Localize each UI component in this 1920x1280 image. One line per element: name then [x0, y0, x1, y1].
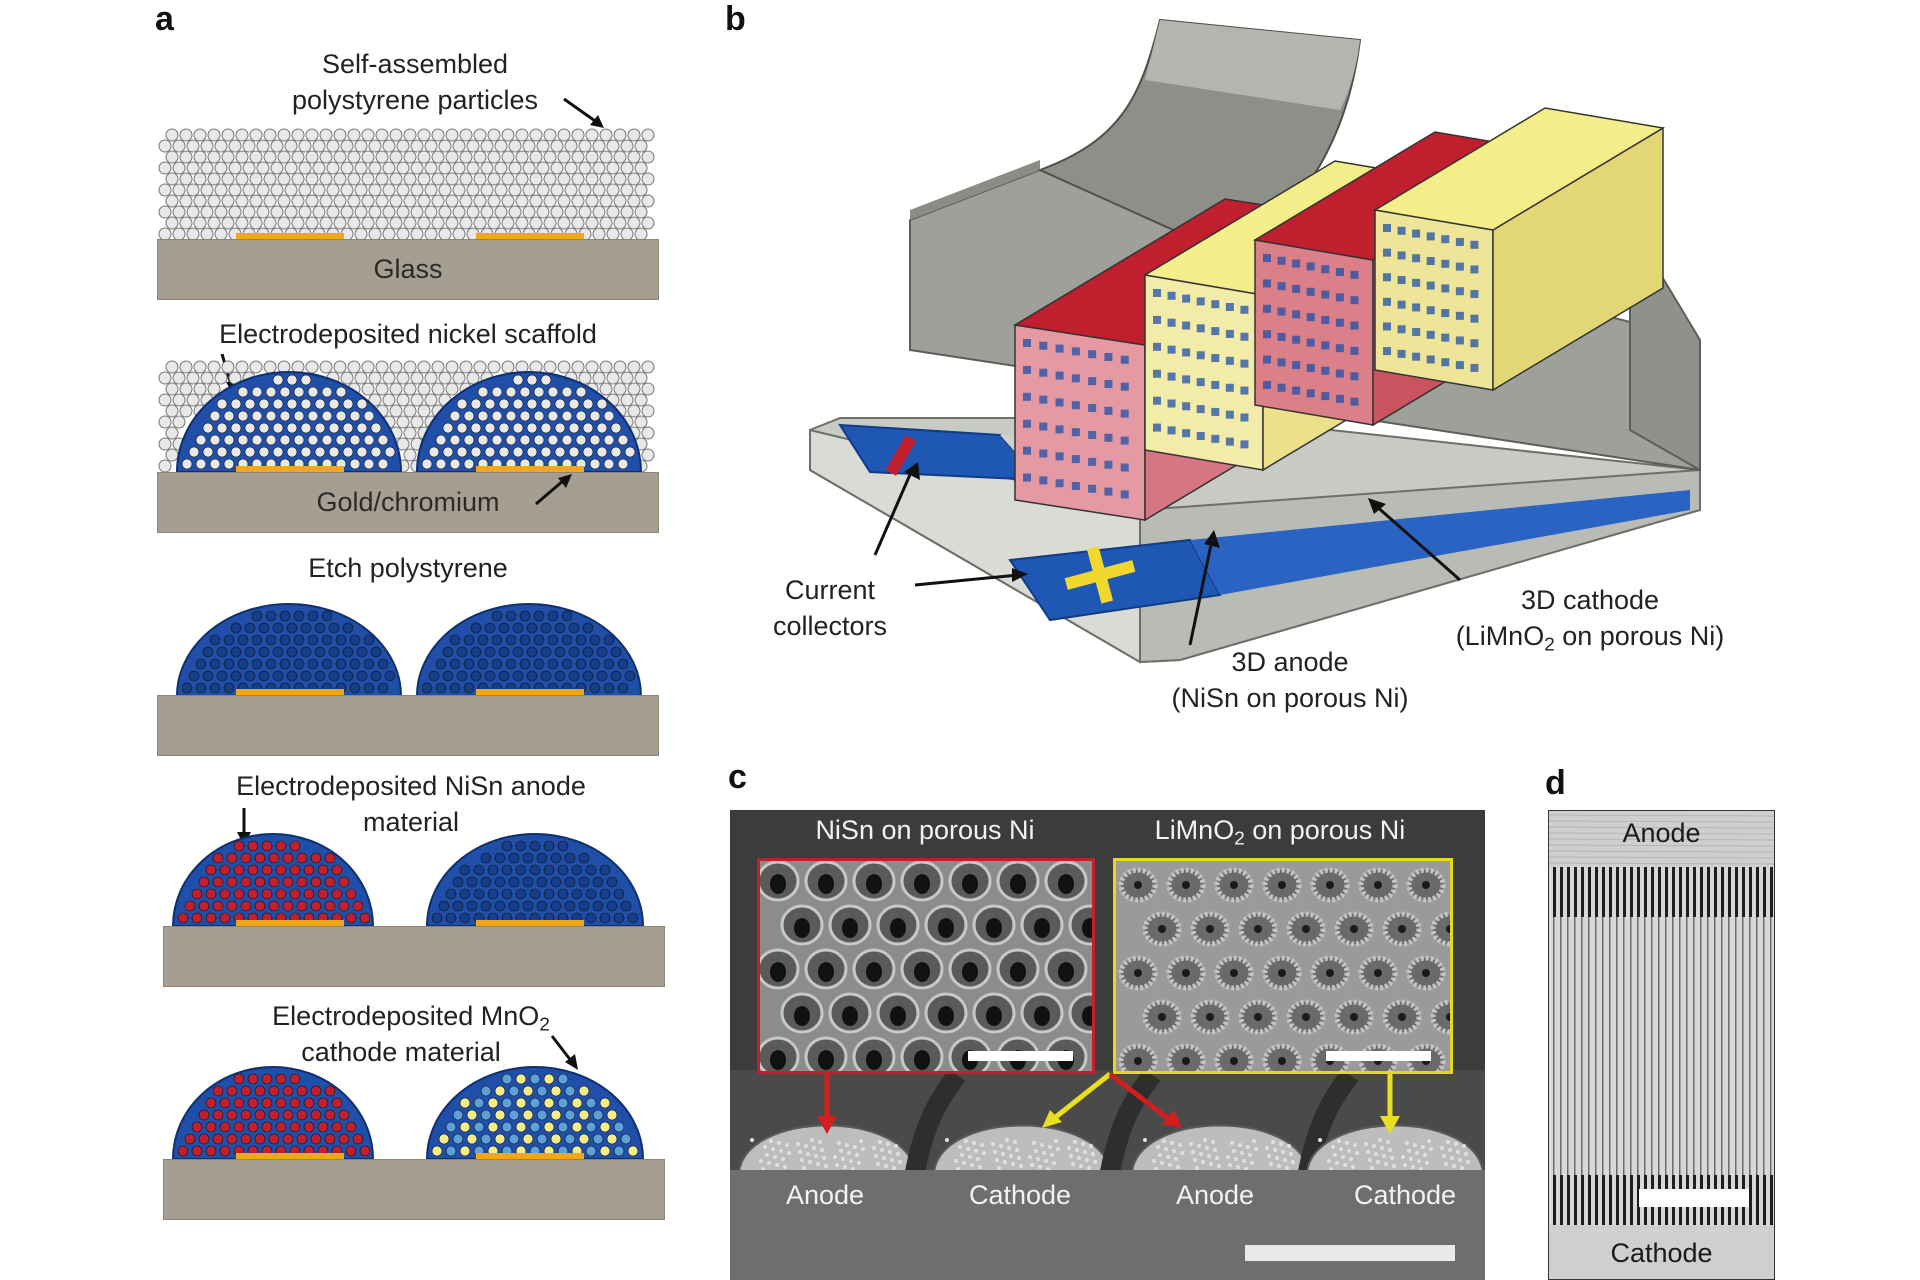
inset-left-sem-image: [757, 858, 1095, 1074]
c-label-cathode-1: Cathode: [968, 1180, 1072, 1210]
scale-bar-d: [1639, 1189, 1749, 1207]
step5-arrow: [550, 1035, 578, 1070]
anode-deposition-layer: [171, 833, 645, 927]
anode-label-line1: 3D anode: [1231, 647, 1349, 677]
sem-panel-d: [1548, 810, 1775, 1280]
plus-sign-mark: [1064, 546, 1136, 604]
c-label-cathode-2: Cathode: [1353, 1180, 1457, 1210]
step2-substrate-arrow: [535, 474, 572, 506]
polystyrene-particle-layer: [158, 128, 655, 241]
gold-electrode-right-5: [476, 1153, 584, 1159]
inset-right-sub: 2: [1234, 828, 1245, 850]
anode-label-line2: (NiSn on porous Ni): [1171, 683, 1409, 713]
panel-c-letter: c: [728, 758, 747, 796]
step4-label-line2: material: [362, 807, 460, 837]
current-collectors-line2: collectors: [772, 611, 888, 641]
glass-substrate: Glass: [157, 239, 659, 300]
panel-a-letter: a: [155, 0, 174, 38]
gold-chromium-label: Gold/chromium: [316, 487, 500, 517]
step5-label-prefix: Electrodeposited MnO: [272, 1001, 540, 1031]
substrate-3: [157, 695, 659, 756]
inset-right-prefix: LiMnO: [1154, 815, 1235, 845]
d-label-cathode: Cathode: [1610, 1238, 1713, 1268]
glass-label: Glass: [373, 254, 443, 284]
scale-bar-inset-left: [968, 1051, 1073, 1061]
step1-label-line2: polystyrene particles: [291, 85, 539, 115]
cathode-label-suffix: on porous Ni): [1554, 621, 1725, 651]
inset-right-sem-image: [1113, 858, 1453, 1074]
step2-label: Electrodeposited nickel scaffold: [219, 319, 597, 349]
inset-pointer-arrows: [817, 1072, 1400, 1134]
etched-scaffold-layer: [175, 603, 643, 697]
panel-d-letter: d: [1545, 764, 1566, 802]
c-label-anode-2: Anode: [1175, 1180, 1255, 1210]
cathode-label-line1: 3D cathode: [1520, 585, 1660, 615]
battery-3d-illustration: [809, 18, 1701, 664]
cathode-label-prefix: (LiMnO: [1455, 621, 1545, 651]
scale-bar-c: [1245, 1245, 1455, 1261]
gold-electrode-left-4: [236, 920, 344, 926]
gold-electrode-right-4: [476, 920, 584, 926]
scale-bar-inset-right: [1326, 1051, 1431, 1061]
gold-electrode-left: [236, 233, 344, 239]
cathode-label-line2: (LiMnO2 on porous Ni): [1420, 620, 1760, 657]
c-label-anode-1: Anode: [785, 1180, 865, 1210]
step5-label-line2: cathode material: [301, 1037, 501, 1067]
cathode-region-d: [1549, 1225, 1774, 1279]
nickel-scaffold-layer: [158, 360, 655, 473]
step1-arrow: [563, 97, 604, 128]
cathode-block-2: [1372, 107, 1666, 392]
step3-label: Etch polystyrene: [308, 553, 508, 583]
gold-electrode-right-2: [476, 466, 584, 472]
gold-electrode-left-5: [236, 1153, 344, 1159]
sem-electrode-cross-sections: [737, 1069, 1485, 1174]
substrate-5: [163, 1159, 665, 1220]
gold-chromium-substrate: Gold/chromium: [157, 472, 659, 533]
sem-substrate-band: [730, 1170, 1485, 1280]
gold-electrode-right-3: [476, 689, 584, 695]
gold-electrode-right: [476, 233, 584, 239]
gold-electrode-left-2: [236, 466, 344, 472]
cathode-deposition-layer: [171, 1066, 645, 1160]
current-collectors-line1: Current: [784, 575, 876, 605]
cathode-label-sub: 2: [1544, 634, 1555, 656]
substrate-4: [163, 926, 665, 987]
minus-sign-mark: [885, 435, 917, 476]
panel-b-letter: b: [725, 0, 746, 38]
step4-label-line1: Electrodeposited NiSn anode: [236, 771, 586, 801]
inset-right-suffix: on porous Ni: [1244, 815, 1406, 845]
step5-label-line1: Electrodeposited MnO2: [160, 1000, 662, 1037]
inset-left-title: NiSn on porous Ni: [815, 815, 1035, 845]
d-label-anode: Anode: [1622, 818, 1701, 848]
inset-right-title: LiMnO2 on porous Ni: [1110, 815, 1450, 851]
step5-label-sub: 2: [539, 1014, 550, 1036]
gold-electrode-left-3: [236, 689, 344, 695]
step1-label-line1: Self-assembled: [321, 49, 509, 79]
